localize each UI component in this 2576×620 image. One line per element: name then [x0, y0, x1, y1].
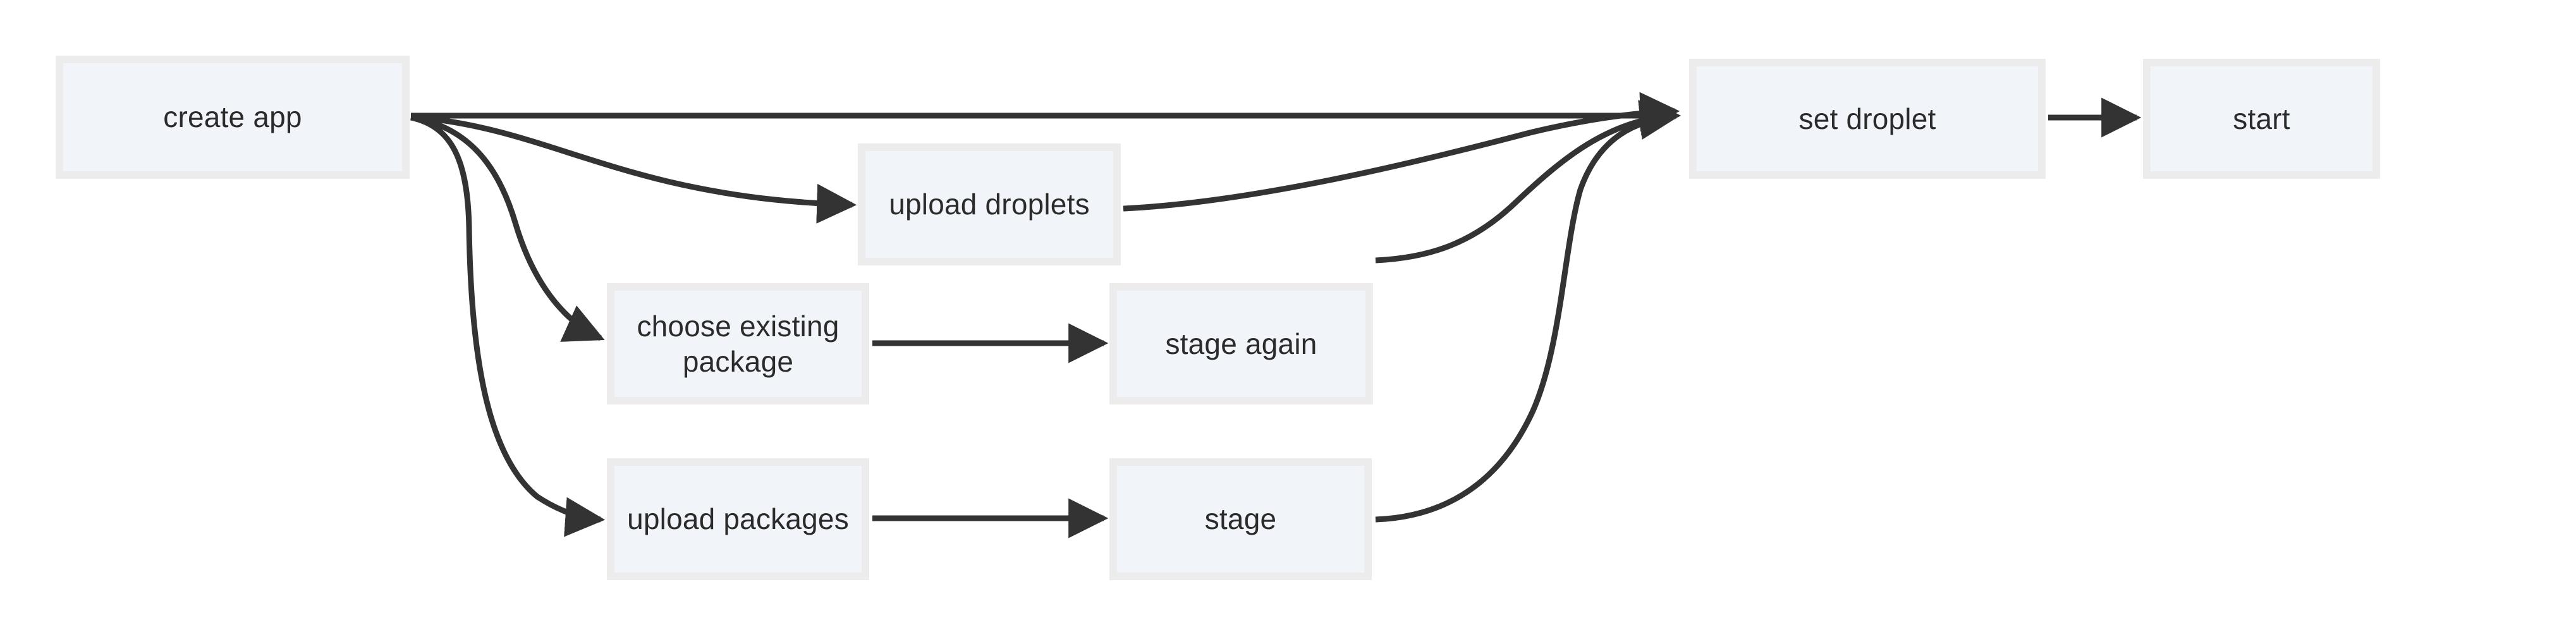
edge-create-app-to-upload-droplets	[410, 114, 857, 224]
node-upload-droplets[interactable]: upload droplets	[858, 143, 1121, 265]
edge-stage-again-to-set-droplet	[1375, 100, 1680, 264]
node-stage-again-label: stage again	[1165, 327, 1317, 360]
node-choose-existing-package[interactable]: choose existing package	[607, 283, 869, 404]
edge-upload-droplets-to-set-droplet	[1123, 92, 1680, 212]
node-stage-label: stage	[1204, 502, 1277, 536]
edge-create-app-to-choose-existing-package	[412, 114, 605, 342]
node-upload-packages-label: upload packages	[627, 502, 849, 536]
node-choose-existing-package-label: choose existing package	[637, 309, 839, 378]
node-upload-droplets-label: upload droplets	[889, 188, 1090, 221]
edge-create-app-to-upload-packages	[410, 114, 606, 537]
node-upload-packages[interactable]: upload packages	[607, 458, 869, 580]
node-set-droplet-label: set droplet	[1798, 102, 1936, 135]
node-start[interactable]: start	[2143, 59, 2380, 179]
edge-stage-to-set-droplet	[1375, 100, 1680, 523]
node-stage[interactable]: stage	[1109, 458, 1372, 580]
node-stage-again[interactable]: stage again	[1109, 283, 1373, 404]
node-set-droplet[interactable]: set droplet	[1689, 59, 2046, 179]
node-create-app[interactable]: create app	[56, 56, 410, 179]
node-create-app-label: create app	[163, 100, 302, 134]
node-start-label: start	[2233, 102, 2290, 135]
